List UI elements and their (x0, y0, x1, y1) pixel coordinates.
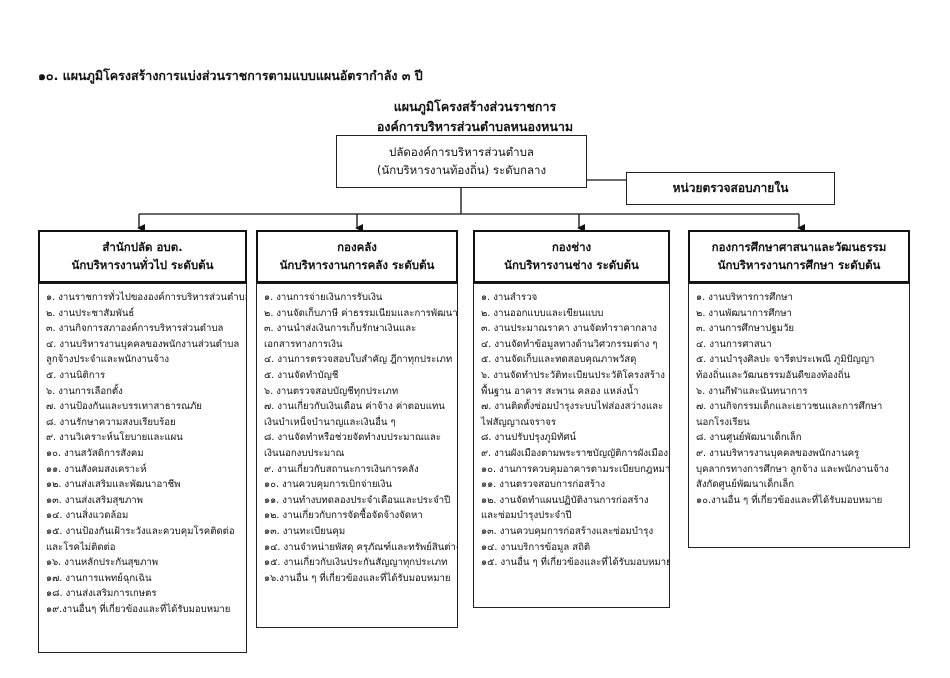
page-heading: ๑๐. แผนภูมิโครงสร้างการแบ่งส่วนราชการตาม… (38, 68, 423, 83)
division-header-engineering: กองช่าง นักบริหารงานช่าง ระดับต้น (473, 230, 670, 283)
list-item: ๕. งานจัดทำบัญชี (264, 369, 339, 381)
list-item: ๑๔. งานบริการข้อมูล สถิติ (481, 541, 591, 553)
list-item: ๑๗. งานการแพทย์ฉุกเฉิน (46, 572, 152, 584)
list-item: ท้องถิ่นและวัฒนธรรมอันดีของท้องถิ่น (696, 369, 851, 381)
chart-title-line2: องค์การบริหารส่วนตำบลหนองหนาม (376, 119, 574, 134)
list-item: ลูกจ้างประจำและพนักงานจ้าง (46, 354, 170, 366)
list-item: ๒. งานออกแบบและเขียนแบบ (481, 307, 604, 319)
list-item: ๑๑. งานทำงบทดลองประจำเดือนและประจำปี (264, 494, 451, 506)
list-item: และโรคไม่ติดต่อ (46, 541, 116, 553)
division-header-office: สำนักปลัด อบต. นักบริหารงานทั่วไป ระดับต… (38, 230, 247, 283)
division-list-finance: ๑. งานการจ่ายเงินการรับเงิน ๒. งานจัดเก็… (256, 283, 458, 628)
division-list-engineering: ๑. งานสำรวจ ๒. งานออกแบบและเขียนแบบ ๓. ง… (473, 283, 670, 608)
list-item: ๑๒. งานส่งเสริมและพัฒนาอาชีพ (46, 479, 181, 491)
list-item: ๘. งานปรับปรุงภูมิทัศน์ (481, 432, 577, 444)
list-item: ๔. งานจัดทำข้อมูลทางด้านวิศวกรรมต่าง ๆ (481, 338, 658, 350)
chart-title-line1: แผนภูมิโครงสร้างส่วนราชการ (393, 99, 557, 114)
chief-title: ปลัดองค์การบริหารส่วนตำบล (389, 145, 534, 159)
division-subtitle: นักบริหารงานการคลัง ระดับต้น (279, 258, 435, 272)
list-item: นอกโรงเรียน (696, 416, 750, 428)
list-item: ๑๑. งานตรวจสอบการก่อสร้าง (481, 479, 606, 491)
list-item: ๑๘. งานส่งเสริมการเกษตร (46, 588, 157, 600)
list-item: ๑๕. งานป้องกันเฝ้าระวังและควบคุมโรคติดต่… (46, 525, 235, 537)
list-item: ๑๕. งานเกี่ยวกับเงินประกันสัญญาทุกประเภท (264, 557, 448, 569)
list-item: บุคลากรทางการศึกษา ลูกจ้าง และพนักงานจ้า… (696, 463, 889, 475)
list-item: ๙. งานเกี่ยวกับสถานะการเงินการคลัง (264, 463, 419, 475)
list-item: ๑๓. งานควบคุมการก่อสร้างและซ่อมบำรุง (481, 525, 654, 537)
list-item: ๘. งานจัดทำหรือช่วยจัดทำงบประมาณและ (264, 432, 442, 444)
division-list-education: ๑. งานบริหารการศึกษา ๒. งานพัฒนาการศึกษา… (688, 283, 910, 548)
list-item: ๑๐. งานการควบคุมอาคารตามระเบียบกฎหมาย (481, 463, 670, 475)
list-item: ๑. งานการจ่ายเงินการรับเงิน (264, 292, 383, 303)
list-item: ๑๓. งานส่งเสริมสุขภาพ (46, 494, 143, 506)
list-item: ๗. งานเกี่ยวกับเงินเดือน ค่าจ้าง ค่าตอบแ… (264, 401, 445, 413)
list-item: ๑๖.งานอื่น ๆ ที่เกี่ยวข้องและที่ได้รับมอ… (264, 572, 451, 584)
list-item: ๒. งานจัดเก็บภาษี ค่าธรรมเนียมและการพัฒน… (264, 307, 458, 319)
list-item: ๑๙.งานอื่นๆ ที่เกี่ยวข้องและที่ได้รับมอบ… (46, 603, 231, 615)
list-item: ๙. งานวิเคราะห์นโยบายและแผน (46, 432, 183, 444)
list-item: ๑๔. งานสิ่งแวดล้อม (46, 510, 129, 522)
list-item: ๓. งานการศึกษาปฐมวัย (696, 323, 794, 335)
chief-administrator-box: ปลัดองค์การบริหารส่วนตำบล (นักบริหารงานท… (336, 135, 587, 188)
list-item: ๑๒. งานเกี่ยวกับการจัดซื้อจัดจ้างจัดหา (264, 510, 423, 522)
list-item: ๑๑. งานสังคมสงเคราะห์ (46, 463, 147, 475)
list-item: ๗. งานป้องกันและบรรเทาสาธารณภัย (46, 401, 202, 413)
list-item: เอกสารทางการเงิน (264, 338, 343, 350)
list-item: ๘. งานศูนย์พัฒนาเด็กเล็ก (696, 432, 802, 444)
list-item: ๑. งานบริหารการศึกษา (696, 292, 793, 303)
list-item: สังกัดศูนย์พัฒนาเด็กเล็ก (696, 479, 795, 491)
list-item: ๙. งานผังเมืองตามพระราชบัญญัติการผังเมือ… (481, 447, 669, 459)
list-item: ๑๖. งานหลักประกันสุขภาพ (46, 557, 159, 569)
list-item: ๒. งานประชาสัมพันธ์ (46, 307, 135, 319)
division-subtitle: นักบริหารงานการศึกษา ระดับต้น (717, 258, 881, 272)
list-item: และซ่อมบำรุงประจำปี (481, 510, 572, 522)
list-item: ๒. งานพัฒนาการศึกษา (696, 307, 792, 319)
list-item: พื้นฐาน อาคาร สะพาน คลอง แหล่งน้ำ (481, 385, 639, 397)
list-item: ๑๔. งานจำหน่ายพัสดุ ครุภัณฑ์และทรัพย์สิน… (264, 541, 458, 553)
list-item: ๑๕. งานอื่น ๆ ที่เกี่ยวข้องและที่ได้รับม… (481, 557, 670, 569)
list-item: ๓. งานประมาณราคา งานจัดทำราคากลาง (481, 323, 657, 335)
list-item: ๓. งานกิจการสภาองค์การบริหารส่วนตำบล (46, 323, 224, 335)
list-item: ๕. งานจัดเก็บและทดสอบคุณภาพวัสดุ (481, 354, 637, 366)
list-item: เงินบำเหน็จบำนาญและเงินอื่น ๆ (264, 416, 396, 428)
list-item: ๑๐.งานอื่น ๆ ที่เกี่ยวข้องและที่ได้รับมอ… (696, 494, 883, 506)
list-item: ๗. งานกิจกรรมเด็กและเยาวชนและการศึกษา (696, 401, 883, 413)
list-item: ๘. งานรักษาความสงบเรียบร้อย (46, 416, 176, 428)
list-item: ๔. งานบริหารงานบุคคลของพนักงานส่วนตำบล (46, 338, 240, 350)
list-item: ๑. งานราชการทั่วไปขององค์การบริหารส่วนตำ… (46, 292, 247, 303)
list-item: ๖. งานการเลือกตั้ง (46, 385, 123, 397)
list-item: ไฟสัญญาณจราจร (481, 416, 557, 428)
list-item: ๑๒. งานจัดทำแผนปฏิบัติงานการก่อสร้าง (481, 494, 649, 506)
division-subtitle: นักบริหารงานช่าง ระดับต้น (504, 258, 639, 272)
division-header-education: กองการศึกษาศาสนาและวัฒนธรรม นักบริหารงาน… (688, 230, 910, 283)
division-title: กองการศึกษาศาสนาและวัฒนธรรม (711, 240, 887, 254)
list-item: ๖. งานจัดทำประวัติทะเบียนประวัติโครงสร้า… (481, 369, 665, 381)
internal-audit-box: หน่วยตรวจสอบภายใน (626, 172, 835, 205)
list-item: ๑. งานสำรวจ (481, 292, 538, 303)
division-header-finance: กองคลัง นักบริหารงานการคลัง ระดับต้น (256, 230, 458, 283)
list-item: ๕. งานนิติการ (46, 369, 106, 381)
division-title: กองคลัง (337, 240, 377, 254)
list-item: ๑๐. งานสวัสดิการสังคม (46, 447, 144, 459)
division-title: กองช่าง (551, 240, 592, 254)
list-item: เงินนอกงบประมาณ (264, 447, 345, 459)
list-item: ๔. งานการตรวจสอบใบสำคัญ ฎีกาทุกประเภท (264, 354, 453, 366)
list-item: ๙. งานบริหารงานบุคคลของพนักงานครู (696, 447, 860, 459)
list-item: ๖. งานตรวจสอบบัญชีทุกประเภท (264, 385, 399, 397)
division-list-office: ๑. งานราชการทั่วไปขององค์การบริหารส่วนตำ… (38, 283, 247, 653)
division-title: สำนักปลัด อบต. (102, 240, 183, 254)
list-item: ๓. งานนำส่งเงินการเก็บรักษาเงินและ (264, 323, 417, 335)
list-item: ๕. งานบำรุงศิลปะ จารีตประเพณี ภูมิปัญญา (696, 354, 875, 366)
chief-level: (นักบริหารงานท้องถิ่น) ระดับกลาง (376, 163, 547, 177)
chart-title: แผนภูมิโครงสร้างส่วนราชการ องค์การบริหาร… (0, 97, 950, 137)
list-item: ๗. งานติดตั้งซ่อมบำรุงระบบไฟส่องสว่างและ (481, 401, 664, 413)
list-item: ๑๓. งานทะเบียนคุม (264, 525, 346, 537)
list-item: ๖. งานกีฬาและนันทนาการ (696, 385, 808, 397)
list-item: ๑๐. งานควบคุมการเบิกจ่ายเงิน (264, 479, 392, 491)
division-subtitle: นักบริหารงานทั่วไป ระดับต้น (71, 258, 214, 272)
list-item: ๔. งานการศาสนา (696, 338, 772, 350)
